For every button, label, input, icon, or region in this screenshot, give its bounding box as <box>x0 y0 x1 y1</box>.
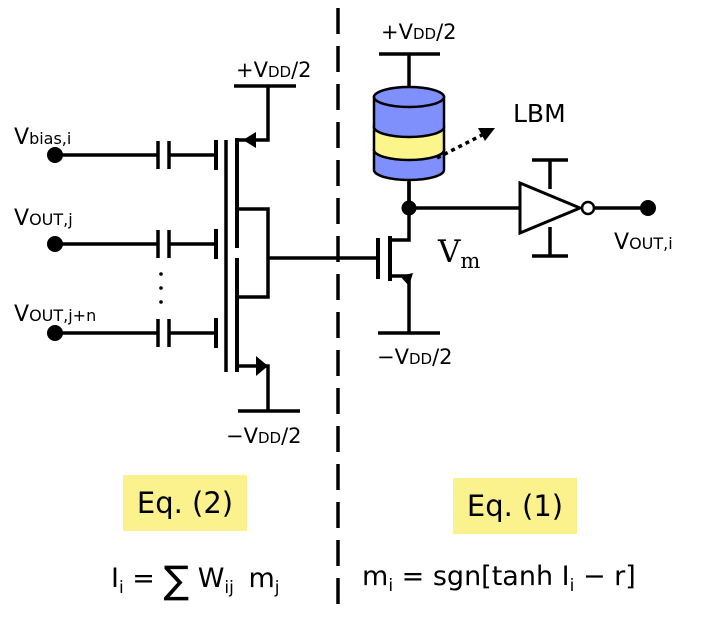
input-label-out-jn: VOUT,j+n <box>14 302 96 327</box>
input-terminal-out-jn <box>47 325 63 341</box>
left-supply-bottom-label: −VDD/2 <box>226 424 302 448</box>
eq1-operator: = <box>401 561 425 592</box>
eq2-formula: Ii = ∑ Wij mj <box>111 558 280 602</box>
lbm-label: LBM <box>513 99 566 128</box>
capacitor-out-j <box>156 230 216 258</box>
nmos-source-wire <box>237 364 270 411</box>
eq1-body-sub: i <box>569 576 575 596</box>
eq1-body-a: sgn[tanh I <box>432 561 570 592</box>
output-label: VOUT,i <box>614 230 673 255</box>
right-supply-bottom-label: −VDD/2 <box>377 345 453 369</box>
input-label-bias: Vbias,i <box>14 125 71 150</box>
eq2-m: m <box>248 563 275 594</box>
eq2-operator: = <box>132 563 155 594</box>
left-supply-top-label: +VDD/2 <box>236 58 312 82</box>
eq2-lhs: I <box>111 563 119 594</box>
eq1-lhs: m <box>362 561 389 592</box>
pmos-arrow-icon <box>243 132 256 148</box>
capacitor-bias <box>156 141 216 169</box>
right-source-wire <box>390 274 411 333</box>
lbm-pointer-line <box>436 131 487 160</box>
inverter-bubble <box>580 200 596 216</box>
eq2-lhs-sub: i <box>118 578 124 598</box>
lbm-device <box>372 85 446 208</box>
capacitor-out-jn <box>156 319 216 347</box>
right-supply-top-label: +VDD/2 <box>381 20 457 44</box>
input-terminal-out-j <box>47 236 63 252</box>
eq1-lhs-sub: i <box>388 576 394 596</box>
input-label-out-j: VOUT,j <box>14 206 73 231</box>
eq2-label: Eq. (2) <box>123 475 247 531</box>
inverter-triangle <box>518 180 584 236</box>
lbm-pointer-arrow-icon <box>478 128 495 141</box>
eq2-sum-symbol: ∑ <box>163 558 190 602</box>
node-vm-label: Vm <box>437 234 480 273</box>
input-terminal-bias <box>47 147 63 163</box>
ellipsis-dots <box>159 272 163 304</box>
eq1-body-b: − r] <box>574 561 636 592</box>
pmos-source-wire <box>237 86 270 142</box>
nmos-arrow-icon <box>256 356 268 376</box>
eq2-w: W <box>197 563 225 594</box>
pmos-drain-wire <box>237 207 270 299</box>
output-terminal <box>640 200 656 216</box>
eq1-formula: mi = sgn[tanh Ii − r] <box>362 561 636 596</box>
right-transistor-arrow-icon <box>400 273 413 286</box>
eq2-m-sub: j <box>274 578 280 598</box>
eq2-w-sub: ij <box>224 578 234 598</box>
eq1-label: Eq. (1) <box>453 478 577 534</box>
